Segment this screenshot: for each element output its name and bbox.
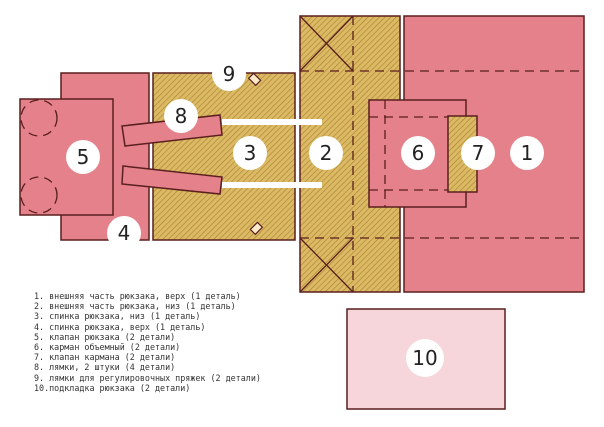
label-piece-2: 2 bbox=[320, 141, 333, 165]
label-piece-3: 3 bbox=[244, 141, 257, 165]
legend-item: 3. спинка рюкзака, низ (1 деталь) bbox=[34, 311, 201, 322]
legend-item: 5. клапан рюкзака (2 детали) bbox=[34, 331, 176, 342]
legend-item: 10.подкладка рюкзака (2 детали) bbox=[34, 382, 191, 393]
label-piece-4: 4 bbox=[118, 221, 131, 245]
piece-3-back-bottom bbox=[152, 72, 296, 241]
legend-item: 8. лямки, 2 штуки (4 детали) bbox=[34, 362, 176, 373]
label-piece-6: 6 bbox=[412, 141, 425, 165]
label-piece-1: 1 bbox=[521, 141, 534, 165]
legend-item: 7. клапан кармана (2 детали) bbox=[34, 352, 176, 363]
legend-item: 6. карман объемный (2 детали) bbox=[34, 342, 181, 353]
piece-9-tab-bottom bbox=[249, 221, 264, 236]
legend: 1. внешняя часть рюкзака, верх (1 деталь… bbox=[34, 291, 261, 393]
label-piece-9: 9 bbox=[223, 62, 236, 86]
label-piece-5: 5 bbox=[77, 145, 90, 169]
label-piece-8: 8 bbox=[175, 104, 188, 128]
legend-item: 2. внешняя часть рюкзака, низ (1 деталь) bbox=[34, 301, 236, 312]
piece-10-lining bbox=[346, 308, 506, 410]
legend-item: 9. лямки для регулировочных пряжек (2 де… bbox=[34, 372, 261, 383]
strap-bottom bbox=[121, 165, 223, 195]
label-piece-7: 7 bbox=[472, 141, 485, 165]
legend-item: 4. спинка рюкзака, верх (1 деталь) bbox=[34, 321, 206, 332]
piece-9-tab-top bbox=[247, 72, 262, 87]
label-piece-10: 10 bbox=[412, 346, 437, 370]
legend-item: 1. внешняя часть рюкзака, верх (1 деталь… bbox=[34, 291, 241, 301]
